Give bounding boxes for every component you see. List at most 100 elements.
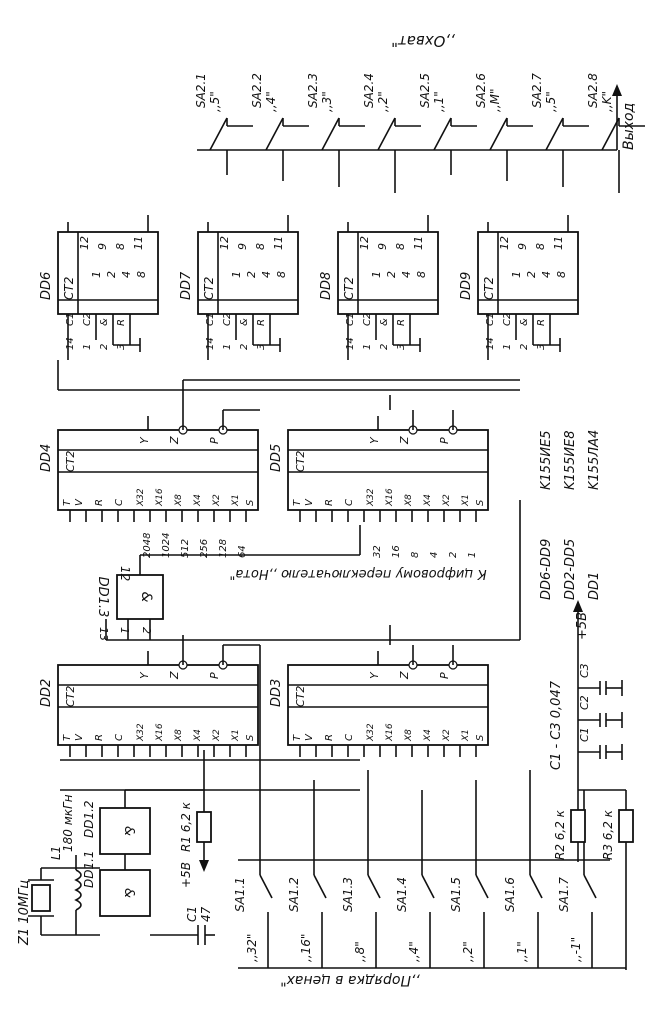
multiplier-chip-label: DD2 [39, 679, 54, 707]
multiplier-pin-v: V [304, 498, 315, 506]
counter-ct2-label: CT2 [342, 277, 356, 300]
supply-label: +5B [575, 612, 590, 640]
counter-bottom-pin: R [116, 319, 127, 326]
multiplier-input: X32 [136, 488, 146, 507]
parts-type: K155ЛА4 [587, 430, 602, 490]
multiplier-pin-s: S [475, 499, 486, 506]
counter-bottom-num: 14 [485, 337, 496, 350]
counter-pin-num: 12 [218, 236, 231, 250]
multiplier-pin-c: C [114, 499, 125, 506]
counter-pin: 4 [260, 271, 273, 278]
sa1-switch-label: SA1.2 [287, 877, 301, 912]
sa2-switch-label: SA2.4 [362, 73, 376, 108]
multiplier-pin-p: P [438, 437, 451, 444]
sa2-position-label: ,,1" [432, 91, 446, 112]
counter-pin-num: 11 [412, 236, 425, 250]
multiplier-pin-c: C [344, 499, 355, 506]
multiplier-pin-p: P [208, 672, 221, 679]
multiplier-chip-body [57, 429, 259, 511]
multiplier-pin-z: Z [398, 671, 411, 680]
cap-label: C1 [578, 727, 591, 742]
sa2-switch-label: SA2.5 [418, 73, 432, 108]
sa2-blade [545, 117, 564, 151]
multiplier-input: X16 [385, 723, 395, 742]
sa2-blade [209, 117, 228, 151]
sa2-position-label: ,,2" [376, 91, 390, 112]
counter-bottom-pin: C1 [485, 313, 496, 326]
weight-label: 4 [429, 552, 440, 558]
counter-pin: 8 [555, 271, 568, 278]
counter-bottom-num: 1 [82, 344, 93, 350]
sa1-position-label: ,,-1" [569, 937, 583, 962]
counter-pin-num: 11 [132, 236, 145, 250]
sa1-switch-label: SA1.5 [449, 877, 463, 912]
counter-bottom-pin: C1 [205, 313, 216, 326]
sa1-position-label: ,,8" [353, 941, 367, 962]
multiplier-pin-v: V [304, 733, 315, 741]
multiplier-pin-r: R [94, 499, 105, 506]
sa1-blade [583, 874, 597, 899]
multiplier-pin-s: S [475, 734, 486, 741]
counter-bottom-pin: C2 [502, 313, 513, 326]
r1-supply-label: +5B [179, 862, 193, 888]
multiplier-input: X32 [136, 723, 146, 742]
r2-label: R2 6,2 к [553, 809, 567, 860]
dd1-3-gate: & DD1.3 12 13 1 2 [95, 500, 521, 641]
weight-label: 512 [180, 539, 191, 558]
multiplier-input: X2 [212, 729, 222, 742]
counter-pin-num: 8 [394, 243, 407, 250]
dd1-3-label: DD1.3 [95, 577, 110, 618]
sa2-switch-group: SA2.1,,5"SA2.2,,4"SA2.3,,3"SA2.4,,2"SA2.… [194, 73, 645, 193]
multiplier-pin-c: C [114, 734, 125, 741]
multiplier-pin-p: P [438, 672, 451, 679]
multiplier-input: X4 [423, 729, 433, 742]
sa1-switch-label: SA1.7 [557, 877, 571, 912]
dd1-1-and-symbol: & [121, 888, 136, 898]
sa1-position-label: ,,32" [245, 934, 259, 962]
parts-type: K155ИЕ5 [539, 430, 554, 490]
l1-label: L1 [49, 846, 63, 860]
multiplier-input: X4 [423, 494, 433, 507]
cap-label: C3 [578, 663, 591, 678]
c1-small-label: C1 [185, 906, 199, 922]
counter-bottom-num: 14 [345, 337, 356, 350]
dd1-3-and-symbol: & [138, 592, 154, 603]
parts-ref: DD6-DD9 [539, 539, 554, 600]
counter-pin-num: 11 [552, 236, 565, 250]
z1-label: Z1 10МГц [17, 880, 32, 946]
multiplier-pin-z: Z [168, 436, 181, 445]
multiplier-input: X8 [174, 729, 184, 742]
counter-pin: 2 [385, 271, 398, 278]
multiplier-chip-label: DD5 [269, 444, 284, 472]
counter-bottom-num: 2 [99, 344, 110, 350]
multiplier-pin-z: Z [398, 436, 411, 445]
parts-ref: DD1 [587, 572, 602, 600]
multiplier-pin-v: V [74, 733, 85, 741]
multiplier-input: X8 [404, 729, 414, 742]
multiplier-chip-label: DD3 [269, 679, 284, 707]
multiplier-input: X8 [174, 494, 184, 507]
sa2-blade [321, 117, 340, 151]
multiplier-ct2-label: CT2 [64, 451, 77, 472]
counter-pin: 8 [275, 271, 288, 278]
multiplier-input: X4 [193, 494, 203, 507]
dd1-3-pin1: 1 [118, 627, 131, 634]
sa2-blade [377, 117, 396, 151]
counter-bottom-pin: & [239, 318, 250, 326]
multiplier-chip-label: DD4 [39, 444, 54, 472]
counter-bottom-num: 3 [396, 344, 407, 350]
sa2-switch-label: SA2.1 [194, 73, 208, 108]
dd1-3-pin2: 2 [140, 627, 153, 634]
multiplier-input: X4 [193, 729, 203, 742]
multiplier-input: X1 [461, 729, 471, 742]
counter-bottom-pin: & [379, 318, 390, 326]
okhvat-caption: ,,Охват" [391, 32, 455, 50]
counter-bottom-pin: C2 [82, 313, 93, 326]
weight-label: 256 [199, 539, 210, 558]
sa2-position-label: ,,3" [320, 91, 334, 112]
counter-bottom-pin: C2 [222, 313, 233, 326]
counter-chip-label: DD9 [459, 272, 474, 300]
